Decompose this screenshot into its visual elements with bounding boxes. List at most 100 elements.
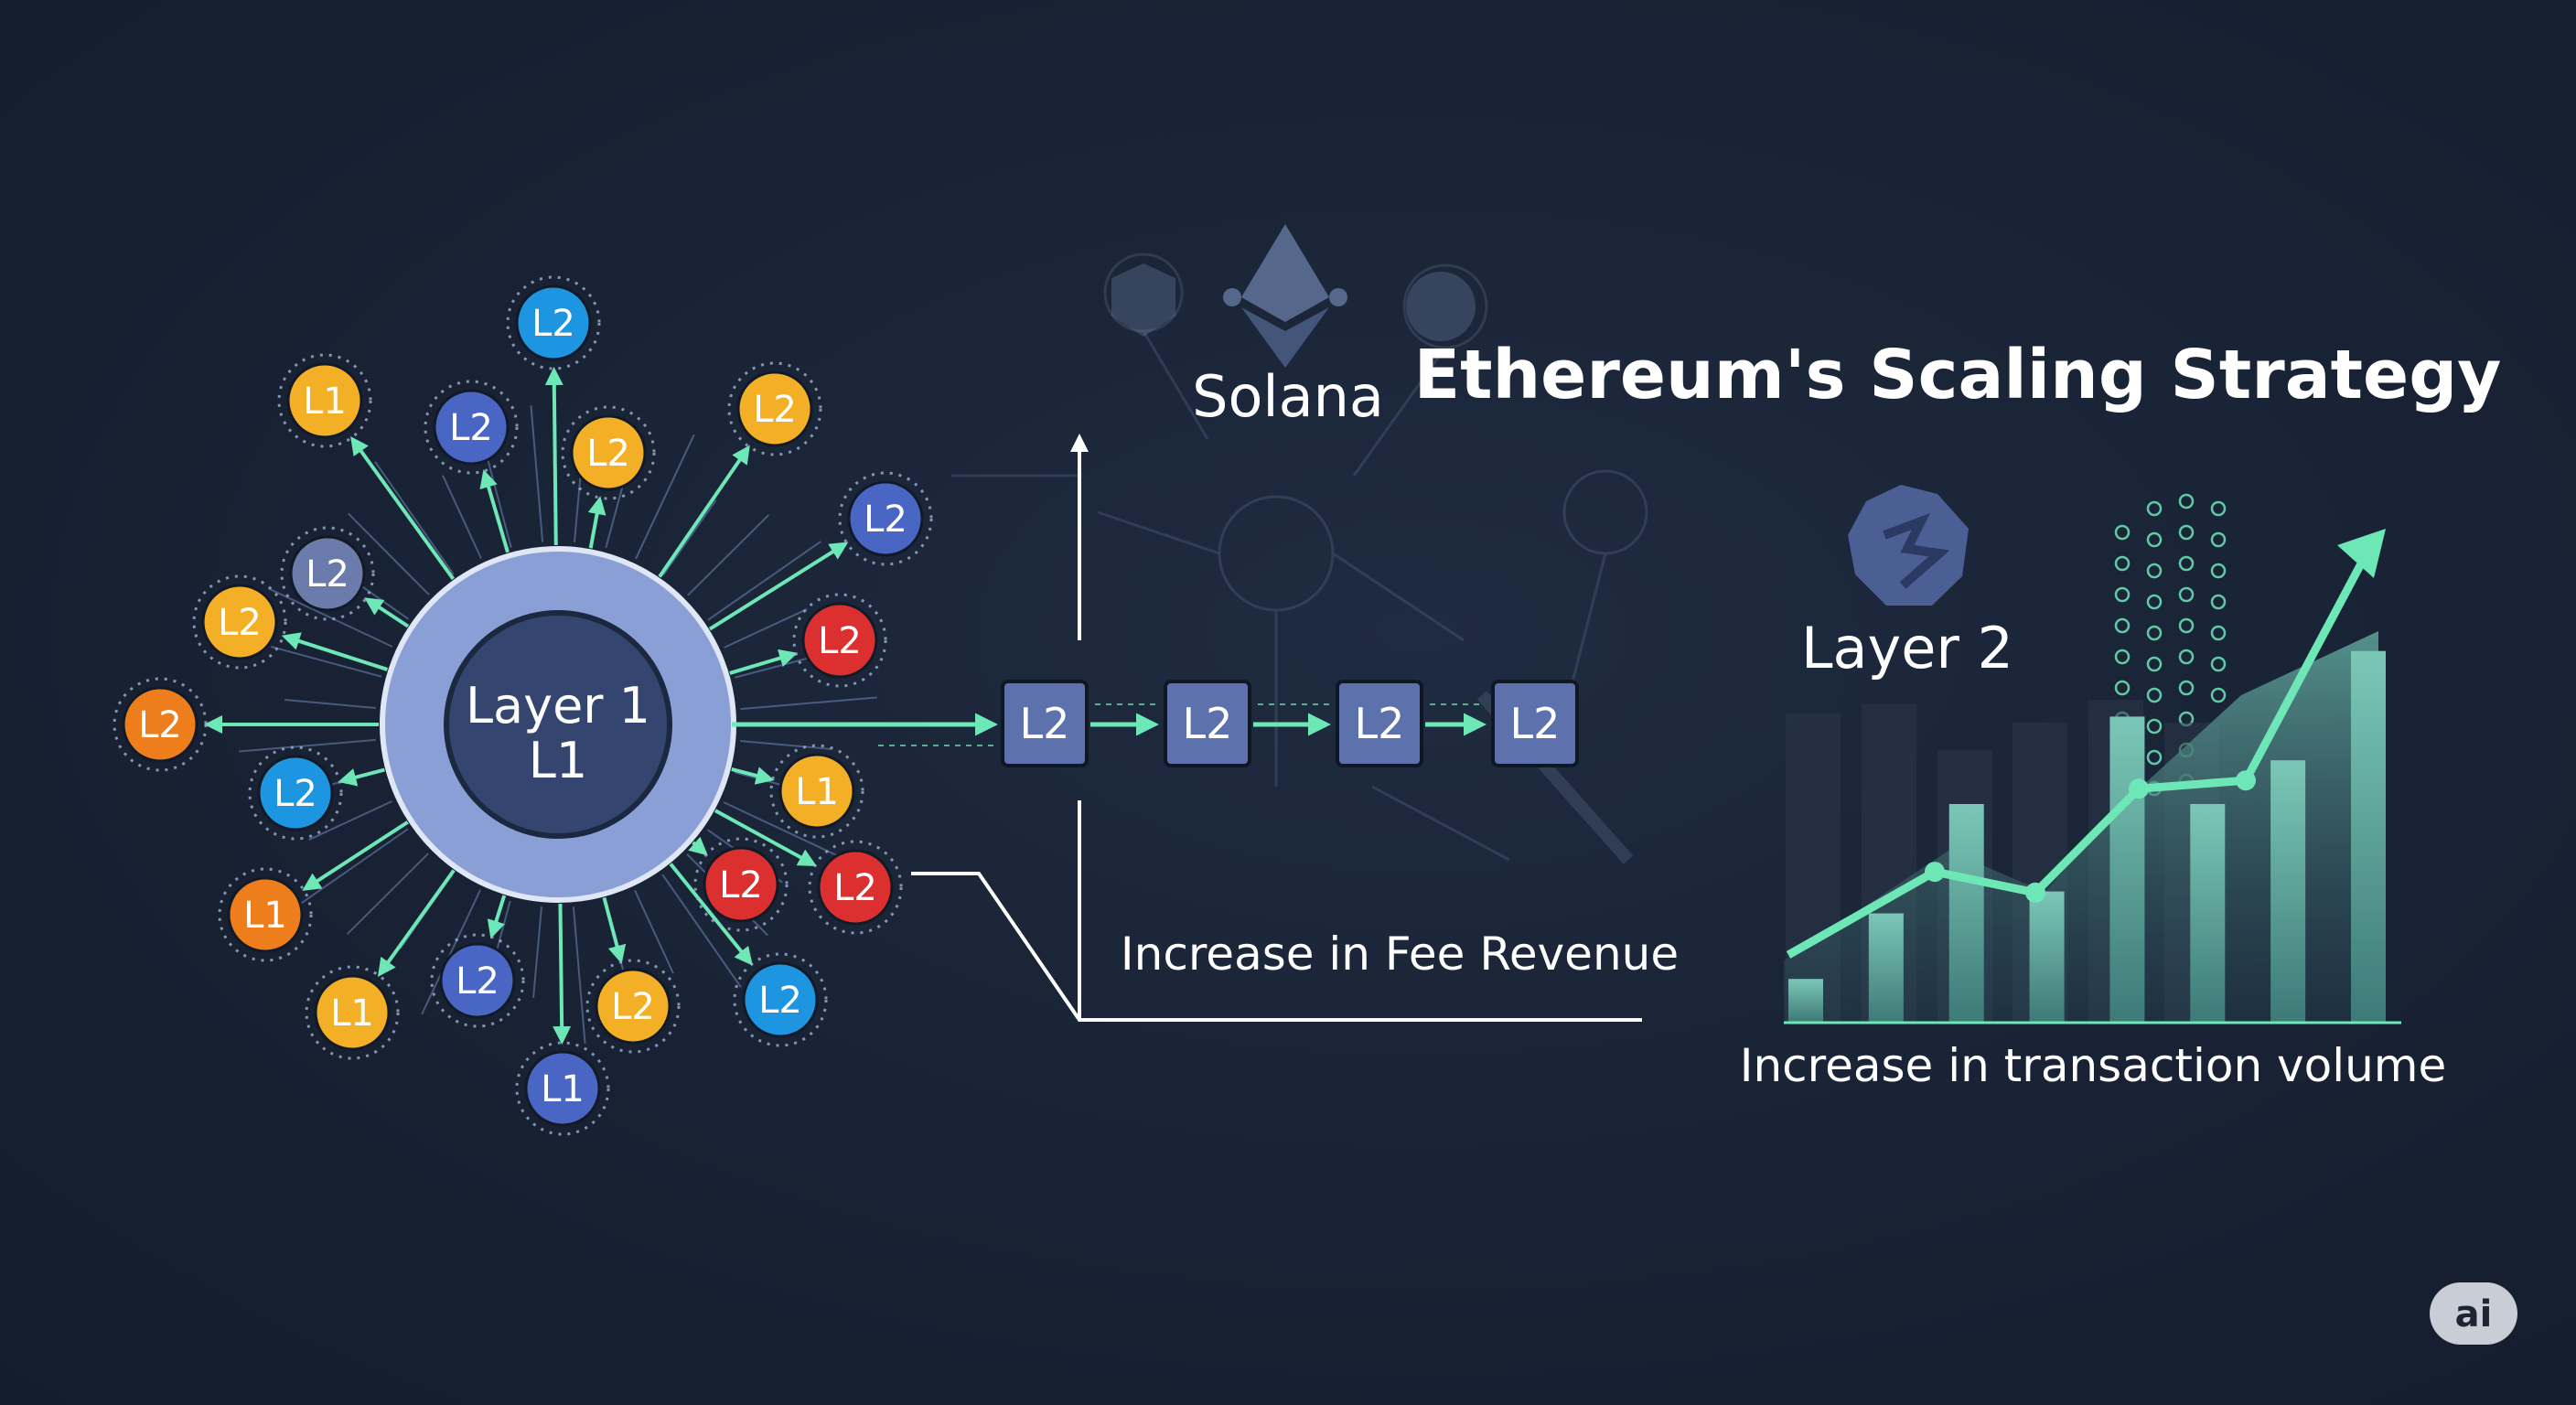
matrix-dot <box>2178 680 2195 696</box>
node-dotted-ring <box>792 593 887 688</box>
thin-spoke <box>271 646 382 678</box>
node-label: L2 <box>758 980 802 1022</box>
matrix-dot <box>2178 649 2195 665</box>
node: L2 <box>808 840 903 935</box>
spoke-arrow <box>658 445 750 578</box>
node-circle <box>736 370 813 447</box>
matrix-dot <box>2114 680 2131 696</box>
thin-spoke <box>662 499 717 576</box>
node-label: L2 <box>138 704 182 746</box>
ai-badge[interactable]: ai <box>2430 1282 2517 1345</box>
chain-block-label: L2 <box>1355 699 1405 748</box>
chain-block-box <box>1001 680 1089 767</box>
node-label: L1 <box>243 895 287 937</box>
node-dotted-ring <box>727 361 822 456</box>
node-circle <box>289 535 366 612</box>
thin-spoke <box>421 889 481 1015</box>
chain-block: L2 <box>1164 680 1251 767</box>
thin-spoke <box>572 906 586 1044</box>
matrix-dot <box>2114 524 2131 541</box>
node-circle <box>847 480 924 557</box>
chain-block-label: L2 <box>1020 699 1070 748</box>
node-dotted-ring <box>693 837 789 932</box>
bg-circle-icon <box>1402 263 1488 349</box>
volume-bar <box>2270 760 2306 1023</box>
matrix-dot <box>2210 687 2227 703</box>
node: L2 <box>585 959 681 1054</box>
node-dotted-ring <box>561 405 656 500</box>
spoke-arrow <box>729 649 799 675</box>
thin-spoke <box>634 890 674 974</box>
layer1-hub: Layer 1 L1 <box>380 546 736 903</box>
diamond-badge-icon <box>1406 272 1476 341</box>
node-circle <box>595 968 671 1045</box>
node-dotted-ring <box>808 840 903 935</box>
page-title: Ethereum's Scaling Strategy <box>1414 336 2502 414</box>
node-label: L2 <box>531 303 575 345</box>
transaction-volume-chart <box>1784 529 2401 1024</box>
matrix-dot <box>2178 617 2195 634</box>
spoke-arrow <box>338 767 385 787</box>
spoke-arrow <box>602 896 627 964</box>
node-circle <box>570 414 647 491</box>
spoke-arrow <box>669 863 753 966</box>
node-label: L2 <box>719 864 763 906</box>
node: L2 <box>506 275 601 370</box>
node-label: L2 <box>833 867 877 909</box>
thin-spoke <box>687 514 770 596</box>
thin-spoke <box>532 906 543 998</box>
node-label: L2 <box>611 986 655 1028</box>
growth-line <box>1786 537 2377 959</box>
node-circle <box>801 602 878 679</box>
node-label: L2 <box>218 602 262 644</box>
bg-circle-icon <box>1218 495 1335 612</box>
node-circle <box>122 686 199 763</box>
thin-spoke <box>295 828 409 908</box>
matrix-dot <box>2146 749 2163 766</box>
node-dotted-ring <box>280 526 375 621</box>
matrix-dot <box>2114 555 2131 572</box>
node-dotted-ring <box>248 745 343 841</box>
node-circle <box>314 974 391 1051</box>
node: L1 <box>305 965 400 1060</box>
thin-spoke <box>724 608 808 649</box>
node-label: L1 <box>795 771 839 813</box>
line-point <box>2025 882 2045 903</box>
shield-check-icon <box>1111 263 1175 337</box>
node-dotted-ring <box>506 275 601 370</box>
node-circle <box>257 755 334 831</box>
layer2-icon <box>1848 485 1969 606</box>
thin-spoke <box>308 800 392 841</box>
node-label: L2 <box>753 389 797 431</box>
chain-block-label: L2 <box>1183 699 1233 748</box>
matrix-dot <box>2146 656 2163 672</box>
spoke-arrow <box>708 542 849 631</box>
matrix-dot <box>2146 625 2163 641</box>
volume-bar <box>2351 650 2386 1023</box>
node-circle <box>742 961 819 1038</box>
node-dotted-ring <box>218 867 313 962</box>
line-point <box>1925 862 1945 883</box>
matrix-dot <box>2210 563 2227 579</box>
matrix-dot <box>2210 500 2227 517</box>
bg-circle-icon <box>1103 252 1184 333</box>
spoke-arrow <box>350 435 456 581</box>
matrix-dot <box>2114 649 2131 665</box>
node: L2 <box>838 471 933 566</box>
spoke-arrow <box>302 820 409 891</box>
node-dotted-ring <box>192 574 287 670</box>
fee-revenue-axes <box>911 434 1642 1022</box>
node-circle <box>524 1050 601 1127</box>
thin-spoke <box>442 475 482 559</box>
chain-block: L2 <box>1491 680 1579 767</box>
node: L2 <box>792 593 887 688</box>
node: L2 <box>192 574 287 670</box>
node-circle <box>201 584 278 660</box>
node-dotted-ring <box>515 1041 610 1136</box>
node-label: L2 <box>456 960 499 1003</box>
ai-badge-background <box>2430 1282 2517 1345</box>
thin-spoke <box>661 874 742 988</box>
node-dotted-ring <box>113 677 208 772</box>
ai-badge-label: ai <box>2455 1293 2493 1335</box>
matrix-dot <box>2146 500 2163 517</box>
